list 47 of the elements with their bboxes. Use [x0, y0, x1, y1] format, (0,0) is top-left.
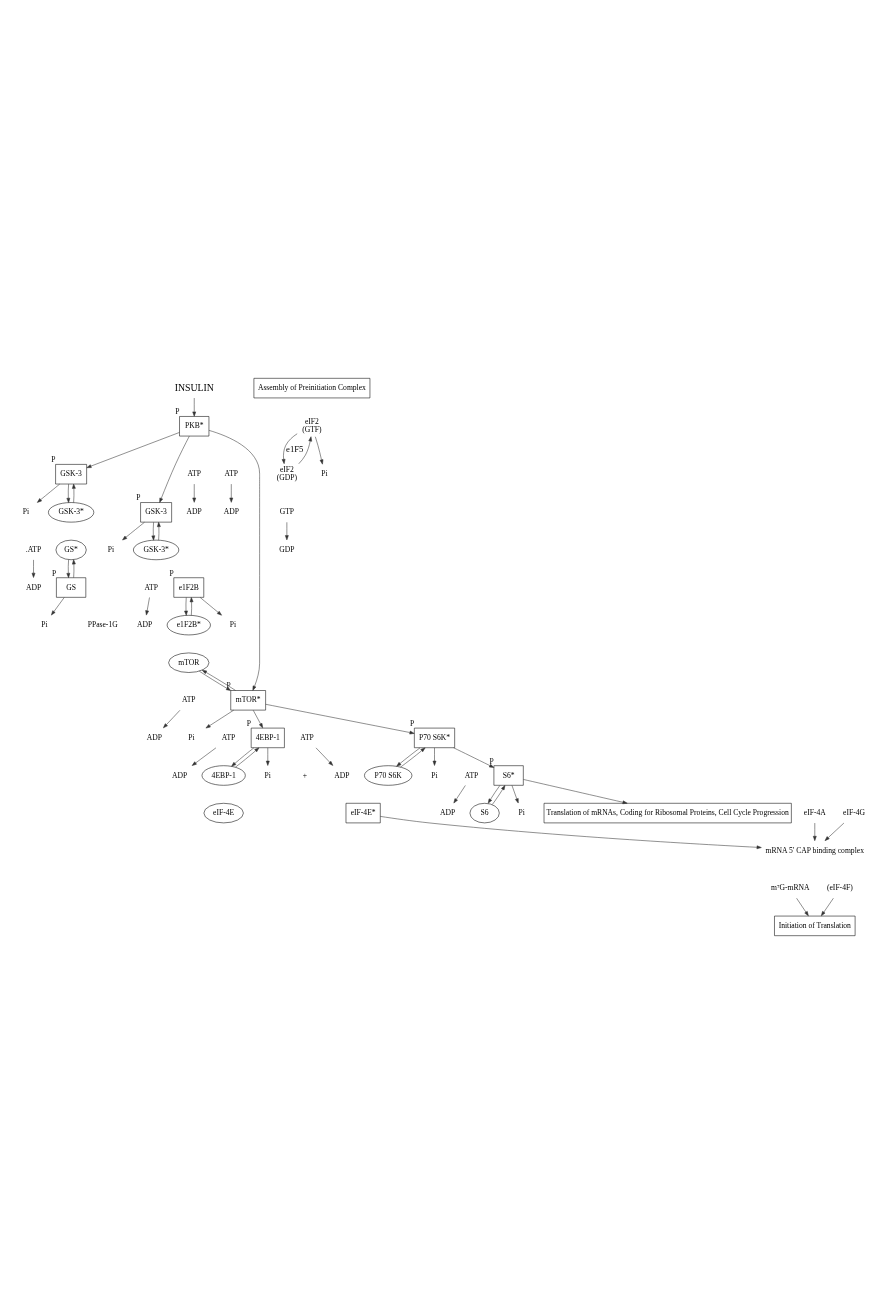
node-text: GDP	[278, 544, 294, 554]
node-text: m⁷G-mRNA	[770, 882, 810, 892]
node-text: ADP	[25, 582, 41, 592]
node-text: eIF2 (GTF)	[301, 416, 322, 434]
node-text: eIF-4G	[842, 807, 865, 817]
node-text: ADP	[171, 770, 187, 780]
node-text: (eIF-4F)	[826, 882, 853, 892]
node-label: P	[51, 568, 56, 578]
node-text: ADP	[136, 619, 152, 629]
node-text: Pi	[22, 506, 29, 516]
node-text: ADP	[333, 770, 349, 780]
node-label: P	[174, 406, 179, 416]
node-label: P	[489, 756, 494, 766]
node-text: Pi	[518, 807, 525, 817]
node-text: Pi	[107, 544, 114, 554]
node-label: P	[135, 492, 141, 502]
node-text: eIF2 (GDP)	[276, 464, 297, 482]
node-text: Pi	[264, 770, 271, 780]
node-text: ADP	[186, 506, 202, 516]
node-text: Pi	[229, 619, 236, 629]
node-text: ATP	[299, 732, 314, 742]
node-label: P	[246, 718, 251, 728]
node-text: ATP	[221, 732, 235, 742]
node-text: INSULIN	[174, 381, 214, 393]
label: +	[302, 770, 307, 780]
node-text: Pi	[430, 770, 438, 780]
node-text: ADP	[146, 732, 162, 742]
node-text: ADP	[223, 506, 239, 516]
node-label: P	[225, 680, 231, 690]
node-text: ATP	[143, 582, 158, 592]
node-label: P	[409, 718, 414, 728]
node-text: Pi	[320, 468, 328, 478]
node-text: Pi	[187, 732, 195, 742]
node-text: eIF-4A	[803, 807, 826, 817]
node-label: P	[50, 454, 56, 464]
node-text: ATP	[464, 770, 478, 780]
node-text: ATP	[186, 468, 201, 478]
label: PPase-1G	[87, 619, 118, 629]
node-text: Pi	[40, 619, 48, 629]
node-text: ATP	[224, 468, 238, 478]
node-label: P	[169, 568, 174, 578]
edge-label: e1F5	[285, 443, 303, 454]
node-text: GTP	[279, 506, 294, 516]
node-text: mRNA 5' CAP binding complex	[765, 845, 864, 855]
node-text: .ATP	[25, 544, 41, 554]
node-text: ADP	[439, 807, 455, 817]
node-text: ATP	[181, 694, 196, 704]
